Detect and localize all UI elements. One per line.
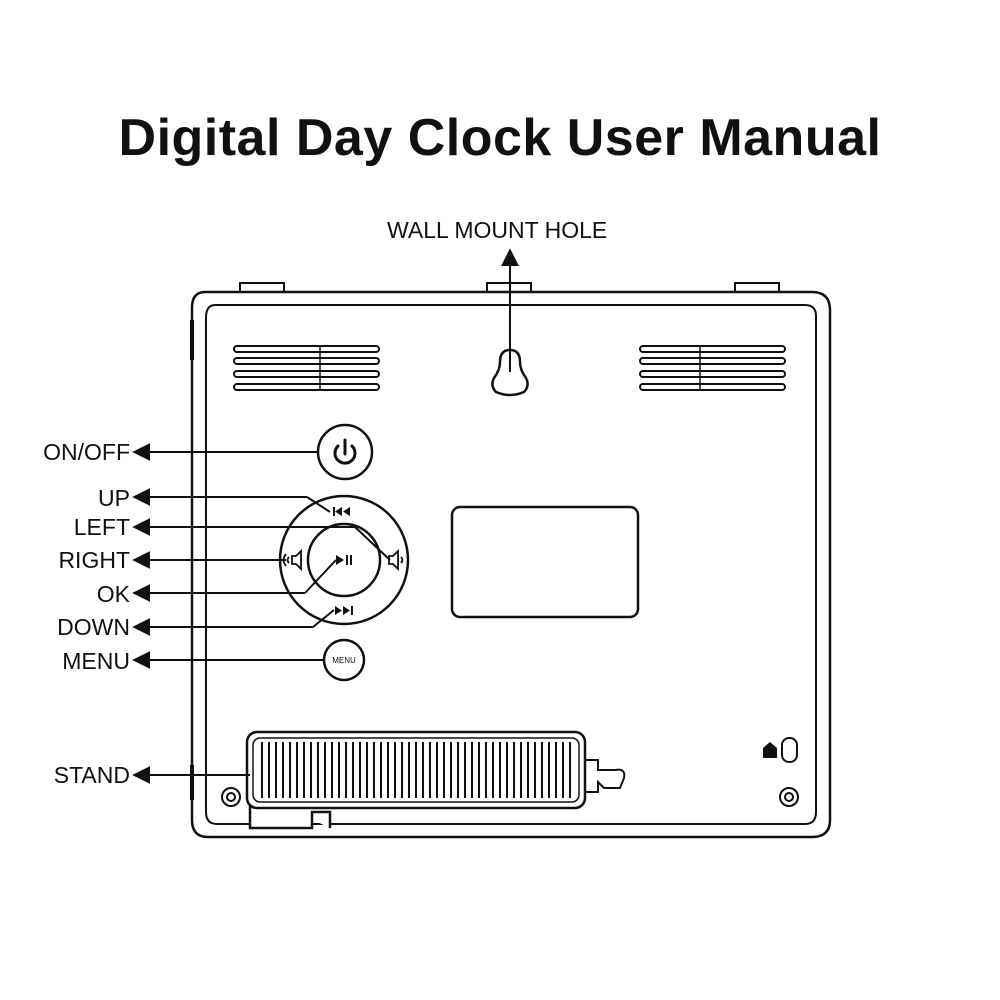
down-arrow bbox=[312, 609, 335, 628]
ok-label: OK bbox=[96, 581, 130, 607]
page-title: Digital Day Clock User Manual bbox=[118, 109, 882, 167]
up-arrow bbox=[306, 496, 331, 513]
menu-button-text: MENU bbox=[332, 656, 356, 665]
previous-track-icon bbox=[333, 507, 350, 516]
navigation-ring bbox=[278, 494, 410, 626]
next-track-icon bbox=[335, 606, 353, 615]
screw-right bbox=[779, 787, 799, 807]
on-off-label: ON/OFF bbox=[43, 439, 130, 465]
callout-arrows bbox=[132, 443, 391, 784]
left-label: LEFT bbox=[73, 514, 130, 540]
volume-down-icon bbox=[388, 548, 404, 572]
display-window bbox=[450, 505, 640, 619]
power-button bbox=[316, 423, 374, 481]
right-label: RIGHT bbox=[58, 547, 130, 573]
menu-button: MENU bbox=[322, 638, 366, 682]
ok-arrow bbox=[304, 559, 337, 594]
menu-label: MENU bbox=[62, 648, 130, 674]
right-speaker-grille bbox=[639, 345, 786, 391]
down-label: DOWN bbox=[57, 614, 130, 640]
wall-mount-hole-label: WALL MOUNT HOLE bbox=[387, 217, 608, 243]
left-arrow bbox=[354, 526, 391, 561]
stand bbox=[245, 730, 626, 830]
up-label: UP bbox=[98, 485, 130, 511]
battery-icon bbox=[763, 737, 798, 763]
stand-label: STAND bbox=[53, 762, 130, 788]
screw-left bbox=[221, 787, 241, 807]
power-icon bbox=[333, 438, 357, 465]
left-speaker-grille bbox=[233, 345, 380, 391]
play-pause-icon bbox=[336, 555, 352, 565]
wall-mount-keyhole bbox=[491, 348, 529, 397]
